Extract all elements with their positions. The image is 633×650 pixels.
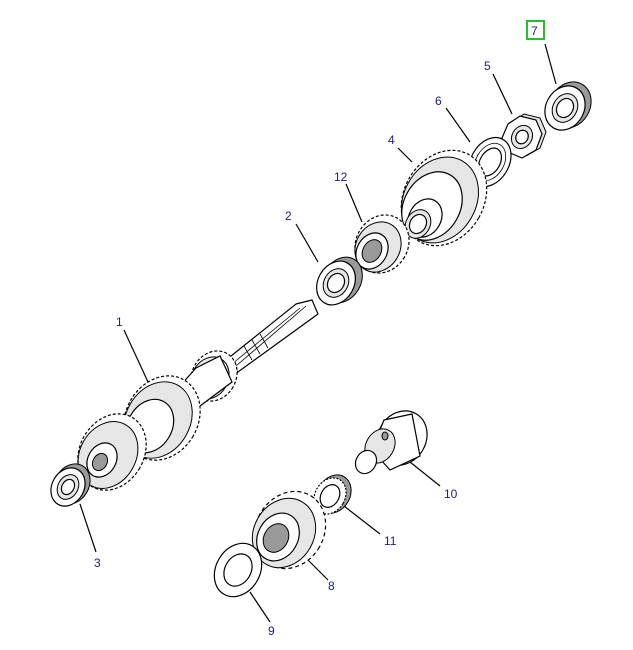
callout-1[interactable]: 1 (116, 315, 123, 329)
part-9-thrust-washer[interactable] (205, 535, 271, 605)
selected-callout-highlight (526, 20, 545, 40)
callout-12[interactable]: 12 (334, 170, 348, 184)
part-11-needle-bearing[interactable] (308, 469, 358, 520)
part-4-helical-gear-large[interactable] (384, 135, 503, 262)
part-12-helical-gear-small[interactable] (344, 205, 419, 283)
part-5-hex-nut[interactable] (501, 113, 547, 159)
callout-6[interactable]: 6 (435, 94, 442, 108)
callout-3[interactable]: 3 (94, 556, 101, 570)
part-8-spur-gear[interactable] (240, 478, 339, 581)
callout-8[interactable]: 8 (328, 579, 335, 593)
callout-2[interactable]: 2 (285, 209, 292, 223)
callout-4[interactable]: 4 (388, 133, 395, 147)
callouts: 7 5 6 4 12 2 1 3 10 11 8 9 (94, 24, 538, 638)
callout-10[interactable]: 10 (444, 487, 458, 501)
callout-11[interactable]: 11 (384, 534, 397, 548)
callout-9[interactable]: 9 (268, 624, 275, 638)
part-1-input-shaft-gear-cluster[interactable] (64, 299, 319, 503)
part-7-bearing-cup[interactable] (537, 74, 599, 137)
part-10-stub-shaft[interactable] (351, 402, 436, 478)
callout-5[interactable]: 5 (484, 59, 491, 73)
part-3-bearing-cone[interactable] (44, 457, 97, 512)
part-2-roller-bearing[interactable] (309, 250, 371, 312)
callout-7[interactable]: 7 (531, 24, 538, 38)
leader-lines (79, 43, 557, 623)
